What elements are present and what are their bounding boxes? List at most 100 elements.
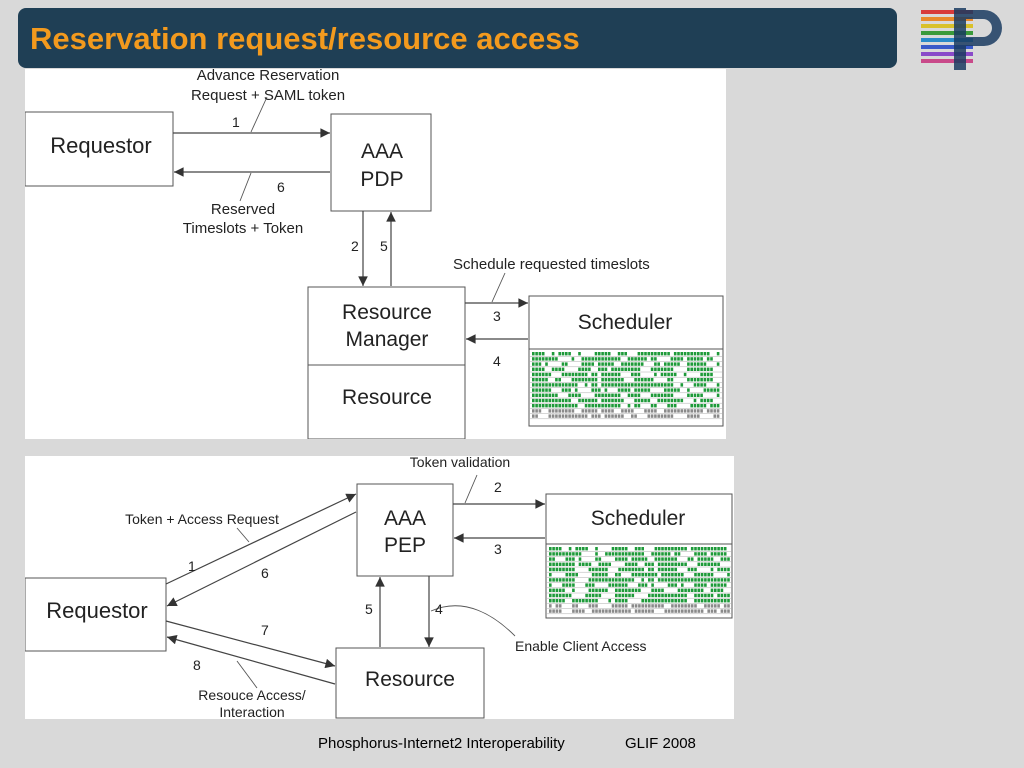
timeslot-cell: [621, 593, 625, 598]
timeslot-cell: [637, 378, 641, 382]
timeslot-cell: [727, 573, 730, 577]
timeslot-cell: [713, 414, 717, 418]
timeslot-cell: [667, 573, 671, 577]
timeslot-grid: [530, 352, 722, 419]
timeslot-cell: [710, 588, 714, 592]
timeslot-cell: [667, 404, 670, 408]
step-6-number: 6: [261, 565, 269, 581]
timeslot-cell: [710, 578, 714, 582]
timeslot-cell: [673, 352, 677, 356]
timeslot-cell: [617, 372, 621, 377]
timeslot-cell: [568, 372, 571, 377]
timeslot-cell: [627, 362, 631, 366]
timeslot-cell: [634, 362, 637, 366]
timeslot-cell: [664, 352, 667, 356]
timeslot-cell: [674, 557, 677, 561]
timeslot-cell: [624, 593, 628, 598]
timeslot-cell: [723, 552, 727, 556]
timeslot-cell: [617, 388, 621, 392]
timeslot-cell: [598, 573, 602, 577]
timeslot-cell: [637, 388, 641, 392]
timeslot-cell: [535, 362, 538, 366]
timeslot-cell: [687, 367, 690, 371]
timeslot-cell: [532, 409, 535, 413]
timeslot-cell: [611, 372, 614, 377]
timeslot-cell: [584, 404, 588, 408]
timeslot-cell: [657, 567, 661, 572]
timeslot-cell: [624, 388, 627, 392]
timeslot-cell: [552, 578, 555, 582]
timeslot-cell: [568, 388, 571, 392]
timeslot-cell: [578, 398, 581, 403]
timeslot-cell: [714, 604, 717, 608]
timeslot-cell: [562, 567, 565, 572]
timeslot-cell: [660, 383, 664, 387]
timeslot-cell: [670, 388, 674, 392]
timeslot-cell: [651, 573, 654, 577]
timeslot-cell: [704, 604, 707, 608]
timeslot-cell: [710, 573, 714, 577]
timeslot-cell: [535, 414, 538, 418]
timeslot-cell: [615, 599, 618, 603]
timeslot-cell: [697, 593, 701, 598]
timeslot-cell: [605, 588, 608, 592]
timeslot-cell: [637, 398, 641, 403]
timeslot-cell: [700, 378, 703, 382]
timeslot-cell: [591, 372, 594, 377]
timeslot-cell: [565, 398, 568, 403]
timeslot-cell: [667, 393, 670, 397]
timeslot-cell: [549, 578, 552, 582]
timeslot-cell: [634, 372, 637, 377]
timeslot-cell: [651, 593, 654, 598]
timeslot-cell: [631, 362, 634, 366]
timeslot-cell: [664, 562, 668, 566]
timeslot-cell: [572, 557, 575, 561]
timeslot-cell: [562, 583, 565, 587]
timeslot-cell: [552, 562, 555, 566]
timeslot-cell: [644, 609, 648, 613]
timeslot-cell: [654, 604, 658, 608]
timeslot-cell: [591, 604, 595, 608]
timeslot-cell: [660, 393, 664, 397]
timeslot-cell: [575, 604, 578, 608]
timeslot-cell: [654, 588, 658, 592]
timeslot-cell: [674, 593, 677, 598]
timeslot-cell: [671, 583, 674, 587]
timeslot-cell: [703, 388, 707, 392]
timeslot-cell: [673, 409, 677, 413]
timeslot-cell: [727, 599, 730, 603]
timeslot-cell: [634, 404, 637, 408]
footer-project: Phosphorus-Internet2 Interoperability: [318, 735, 565, 752]
timeslot-cell: [720, 583, 724, 587]
timeslot-cell: [565, 593, 569, 598]
timeslot-cell: [634, 567, 638, 572]
timeslot-cell: [640, 383, 644, 387]
step-5-number: 5: [380, 238, 388, 254]
slide-title: Reservation request/resource access: [30, 21, 580, 56]
timeslot-cell: [535, 404, 538, 408]
timeslot-cell: [545, 362, 548, 366]
timeslot-cell: [704, 547, 707, 551]
timeslot-cell: [677, 604, 681, 608]
timeslot-cell: [667, 583, 671, 587]
timeslot-cell: [618, 599, 621, 603]
timeslot-cell: [631, 588, 635, 592]
timeslot-cell: [637, 372, 641, 377]
timeslot-cell: [594, 393, 598, 397]
timeslot-cell: [674, 573, 677, 577]
timeslot-cell: [584, 367, 588, 371]
timeslot-cell: [690, 567, 694, 572]
timeslot-cell: [562, 578, 565, 582]
timeslot-cell: [551, 404, 555, 408]
timeslot-cell: [697, 409, 700, 413]
timeslot-cell: [555, 409, 558, 413]
timeslot-cell: [680, 357, 684, 361]
timeslot-cell: [611, 367, 614, 371]
timeslot-cell: [693, 357, 697, 361]
timeslot-cell: [545, 388, 548, 392]
timeslot-cell: [703, 378, 707, 382]
timeslot-cell: [644, 557, 648, 561]
timeslot-cell: [621, 599, 625, 603]
timeslot-cell: [615, 547, 618, 551]
timeslot-cell: [710, 562, 714, 566]
